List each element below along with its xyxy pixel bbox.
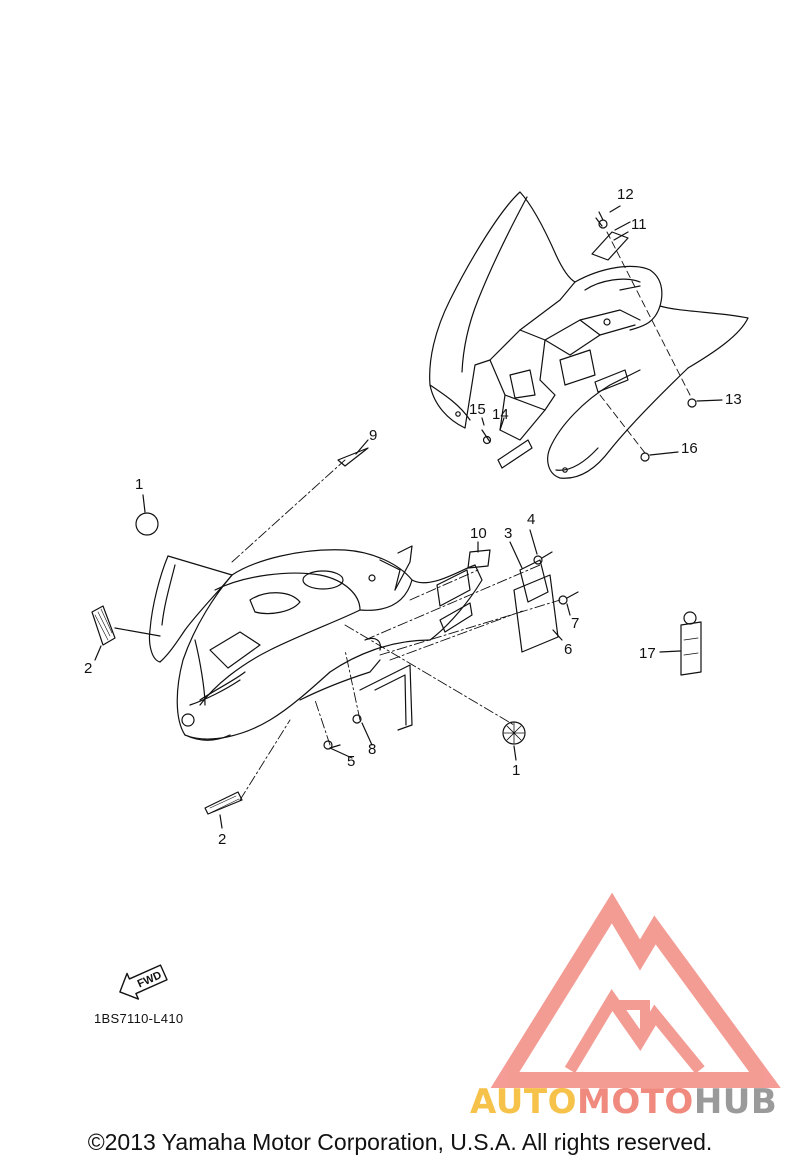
callout-16: 16	[681, 440, 698, 457]
decal-11	[591, 231, 629, 261]
front-fender	[148, 545, 483, 741]
decal-14	[497, 439, 533, 469]
watermark-moto: MOTO	[576, 1082, 694, 1122]
callout-13: 13	[725, 391, 742, 408]
callout-11: 11	[631, 216, 647, 233]
bolt-15	[481, 429, 491, 443]
callout-6: 6	[564, 641, 572, 658]
nut-16	[640, 452, 650, 462]
nut-13	[687, 398, 697, 408]
decal-2-left	[91, 605, 116, 646]
callout-7: 7	[571, 615, 579, 632]
tag-17	[680, 621, 702, 676]
decal-2-bottom	[204, 791, 243, 815]
callout-2-left: 2	[84, 660, 92, 677]
emblem-1-bottom	[502, 721, 526, 745]
callout-9: 9	[369, 427, 377, 444]
decal-9	[337, 447, 369, 467]
watermark-text: AUTOMOTOHUB	[470, 1082, 777, 1122]
callout-12: 12	[617, 186, 634, 203]
callout-1-bottom: 1	[512, 762, 520, 779]
nut-8	[352, 714, 362, 724]
plate-3	[519, 559, 549, 603]
fwd-arrow-icon: FWD	[119, 964, 168, 1000]
bolt-7-shaft	[566, 591, 579, 599]
callout-1-top: 1	[135, 476, 143, 493]
copyright-notice: ©2013 Yamaha Motor Corporation, U.S.A. A…	[87, 1129, 713, 1155]
callout-17: 17	[639, 645, 656, 662]
emblem-1-top	[135, 512, 159, 536]
bolt-4-shaft	[541, 551, 553, 559]
callout-8: 8	[368, 741, 376, 758]
callout-5: 5	[347, 753, 355, 770]
callout-4: 4	[527, 511, 535, 528]
watermark-hub: HUB	[693, 1082, 778, 1122]
plate-6	[513, 574, 559, 653]
rear-fender	[429, 191, 749, 479]
callout-14: 14	[492, 406, 509, 423]
bolt-4	[533, 555, 543, 565]
callouts: 1 1 2 2 3 4 5 6 7 8 9 10 11 12 13 14 15 …	[84, 186, 742, 848]
nut-5	[323, 740, 333, 750]
callout-2-bottom: 2	[218, 831, 226, 848]
automotohub-logo-icon	[490, 892, 781, 1088]
bolt-15-head	[482, 435, 492, 445]
watermark-auto: AUTO	[470, 1082, 577, 1122]
decal-10	[467, 549, 491, 569]
drawing-code: 1BS7110-L410	[94, 1011, 184, 1026]
callout-10: 10	[470, 525, 487, 542]
bolt-12-head	[598, 219, 608, 229]
callout-15: 15	[469, 401, 486, 418]
callout-3: 3	[504, 525, 512, 542]
